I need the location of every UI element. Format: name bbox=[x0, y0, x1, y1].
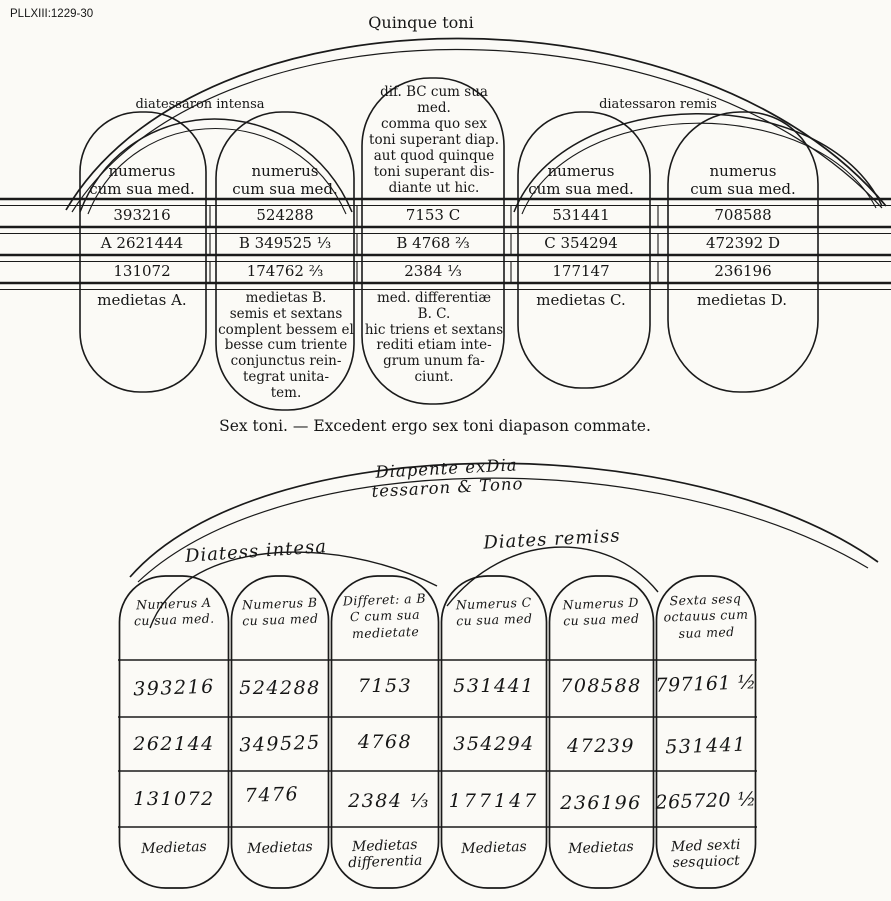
ms-cell: 349525 bbox=[238, 731, 322, 757]
ms-cell: 797161 ½ bbox=[655, 671, 757, 697]
footer-medietas-d: medietas D. bbox=[696, 291, 788, 309]
ms-header-numerus-a: Numerus A cu sua med. bbox=[133, 594, 215, 629]
column-capsule-bc bbox=[361, 77, 505, 405]
column-capsule-d bbox=[667, 111, 819, 393]
footer-med-differentiae: med. differentiæ B. C. hic triens et sex… bbox=[364, 290, 504, 385]
column-header-b: numerus cum sua med. bbox=[232, 162, 338, 198]
table-cell: B 4768 ⅔ bbox=[396, 234, 470, 252]
ms-header-numerus-d: Numerus D cu sua med bbox=[562, 594, 640, 629]
table-cell: 708588 bbox=[714, 206, 772, 224]
ms-cell: 531441 bbox=[664, 733, 748, 759]
footer-medietas-a: medietas A. bbox=[97, 291, 187, 309]
table-cell: 131072 bbox=[113, 262, 171, 280]
ms-header-differentia: Differet: a B C cum sua medietate bbox=[342, 590, 427, 641]
table-cell: 174762 ⅔ bbox=[246, 262, 324, 280]
ms-cell: 531441 bbox=[453, 675, 535, 697]
diates-remiss-arc bbox=[446, 546, 659, 607]
column-header-c: numerus cum sua med. bbox=[528, 162, 634, 198]
ms-cell: 265720 ½ bbox=[655, 788, 757, 814]
ms-cell: 177147 bbox=[448, 790, 540, 812]
ms-column-capsule-1 bbox=[118, 575, 230, 889]
ms-footer-med-sexti: Med sexti sesquioct bbox=[670, 836, 741, 872]
ms-cell: 47239 bbox=[567, 735, 635, 757]
ms-cell: 2384 ⅓ bbox=[348, 790, 430, 812]
quinque-toni-arc bbox=[65, 37, 887, 211]
ms-header-numerus-b: Numerus B cu sua med bbox=[241, 594, 319, 629]
arc-label-diatessaron-intensa: diatessaron intensa bbox=[135, 97, 265, 112]
table-cell: 236196 bbox=[714, 262, 772, 280]
diapente-arc bbox=[129, 462, 879, 578]
ms-header-numerus-c: Numerus C cu sua med bbox=[455, 594, 533, 629]
ms-cell: 131072 bbox=[133, 788, 215, 810]
table-cell: 7153 C bbox=[405, 206, 461, 224]
diatessaron-remissa-arc bbox=[513, 113, 883, 213]
table-cell: 531441 bbox=[552, 206, 610, 224]
table-cell: A 2621444 bbox=[100, 234, 184, 252]
footer-medietas-b: medietas B. semis et sextans complent be… bbox=[218, 290, 354, 401]
top-title: Quinque toni bbox=[368, 13, 474, 32]
ms-cell: 708588 bbox=[560, 675, 642, 697]
arc-label-diatessaron-remissa: diatessaron remis bbox=[599, 97, 717, 112]
table-cell: 393216 bbox=[113, 206, 171, 224]
ms-cell: 262144 bbox=[133, 733, 215, 755]
plate-reference: PLLXIII:1229-30 bbox=[10, 8, 94, 20]
ms-column-capsule-3 bbox=[330, 575, 440, 889]
ms-column-capsule-6 bbox=[655, 575, 757, 889]
sex-toni-caption: Sex toni. — Excedent ergo sex toni diapa… bbox=[219, 417, 651, 435]
ms-cell: 393216 bbox=[132, 675, 216, 701]
ms-column-capsule-2 bbox=[230, 575, 330, 889]
diatess-intesa-arc bbox=[149, 551, 438, 629]
ms-cell: 354294 bbox=[453, 733, 535, 755]
footer-medietas-c: medietas C. bbox=[536, 291, 626, 309]
ms-footer-medietas-differentia: Medietas differentia bbox=[347, 836, 423, 872]
ms-cell: 524288 bbox=[239, 677, 321, 699]
table-cell: 472392 D bbox=[705, 234, 781, 252]
column-capsule-a bbox=[79, 111, 207, 393]
table-cell: 177147 bbox=[552, 262, 610, 280]
ms-column-capsule-4 bbox=[440, 575, 548, 889]
difference-note: dif. BC cum sua med. comma quo sex toni … bbox=[369, 84, 499, 196]
table-cell: 2384 ⅓ bbox=[404, 262, 462, 280]
ms-header-sexta-sesq: Sexta sesq octauus cum sua med bbox=[663, 590, 749, 641]
diatessaron-intensa-arc bbox=[79, 118, 353, 213]
column-header-a: numerus cum sua med. bbox=[89, 162, 195, 198]
table-cell: B 349525 ⅓ bbox=[238, 234, 332, 252]
ms-cell: 4768 bbox=[357, 731, 413, 753]
column-header-d: numerus cum sua med. bbox=[690, 162, 796, 198]
ms-column-capsule-5 bbox=[548, 575, 655, 889]
ms-cell: 7153 bbox=[357, 675, 413, 697]
table-cell: 524288 bbox=[256, 206, 314, 224]
ms-cell: 7476 bbox=[244, 783, 300, 807]
table-cell: C 354294 bbox=[544, 234, 618, 252]
ms-cell: 236196 bbox=[560, 792, 642, 814]
column-capsule-c bbox=[517, 111, 651, 389]
